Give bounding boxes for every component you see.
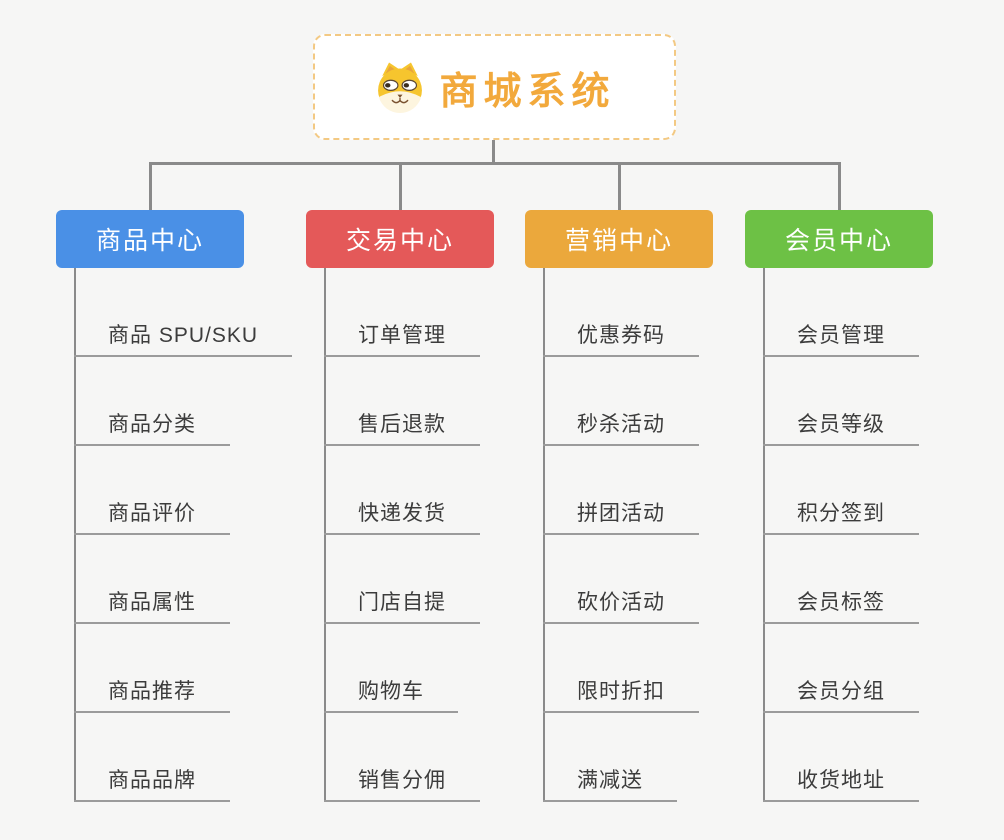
leaf-node[interactable]: 优惠券码 [543,311,699,357]
leaf-node[interactable]: 拼团活动 [543,489,699,535]
connector-drop [149,162,152,210]
leaf-label: 优惠券码 [577,324,665,347]
leaf-label: 商品推荐 [108,680,196,703]
branch-column-marketing: 营销中心 优惠券码 秒杀活动 拼团活动 砍价活动 限时折扣 满减送 [525,0,785,840]
branch-column-member: 会员中心 会员管理 会员等级 积分签到 会员标签 会员分组 收货地址 [745,0,1004,840]
leaf-label: 商品分类 [108,413,196,436]
leaf-label: 会员标签 [797,591,885,614]
leaf-node[interactable]: 商品 SPU/SKU [74,311,293,357]
leaf-label: 订单管理 [358,324,446,347]
leaf-label: 满减送 [577,769,643,792]
leaf-node[interactable]: 销售分佣 [324,756,480,802]
leaf-label: 拼团活动 [577,502,665,525]
leaf-label: 商品属性 [108,591,196,614]
leaf-label: 收货地址 [797,769,885,792]
leaf-label: 商品 SPU/SKU [108,324,259,347]
leaf-label: 购物车 [358,680,424,703]
leaf-node[interactable]: 购物车 [324,667,458,713]
branch-node-marketing-center[interactable]: 营销中心 [525,210,713,268]
leaf-label: 商品评价 [108,502,196,525]
leaf-node[interactable]: 商品品牌 [74,756,230,802]
connector-root-stem [492,140,495,165]
leaf-node[interactable]: 售后退款 [324,400,480,446]
leaf-node[interactable]: 秒杀活动 [543,400,699,446]
branch-node-product-center[interactable]: 商品中心 [56,210,244,268]
leaf-node[interactable]: 砍价活动 [543,578,699,624]
leaf-node[interactable]: 满减送 [543,756,677,802]
branch-node-trade-center[interactable]: 交易中心 [306,210,494,268]
branch-column-trade: 交易中心 订单管理 售后退款 快递发货 门店自提 购物车 销售分佣 [306,0,566,840]
leaf-label: 销售分佣 [358,769,446,792]
branch-column-product: 商品中心 商品 SPU/SKU 商品分类 商品评价 商品属性 商品推荐 商品品牌 [56,0,316,840]
dog-face-icon [378,62,423,114]
leaf-node[interactable]: 商品推荐 [74,667,230,713]
leaf-label: 快递发货 [358,502,446,525]
leaf-label: 限时折扣 [577,680,665,703]
connector-drop [618,162,621,210]
branch-node-member-center[interactable]: 会员中心 [745,210,933,268]
connector-bus [150,162,839,165]
leaf-label: 会员等级 [797,413,885,436]
leaf-label: 砍价活动 [577,591,665,614]
leaf-label: 售后退款 [358,413,446,436]
connector-drop [399,162,402,210]
leaf-node[interactable]: 商品属性 [74,578,230,624]
leaf-label: 会员分组 [797,680,885,703]
leaf-node[interactable]: 门店自提 [324,578,480,624]
root-title: 商城系统 [439,70,616,113]
leaf-node[interactable]: 会员等级 [763,400,919,446]
leaf-node[interactable]: 积分签到 [763,489,919,535]
leaf-node[interactable]: 会员标签 [763,578,919,624]
leaf-node[interactable]: 商品评价 [74,489,230,535]
leaf-node[interactable]: 会员分组 [763,667,919,713]
leaf-node[interactable]: 会员管理 [763,311,919,357]
leaf-node[interactable]: 快递发货 [324,489,480,535]
leaf-label: 商品品牌 [108,769,196,792]
leaf-label: 门店自提 [358,591,446,614]
root-node[interactable]: 商城系统 [313,34,676,140]
leaf-label: 积分签到 [797,502,885,525]
leaf-label: 会员管理 [797,324,885,347]
connector-drop [838,162,841,210]
leaf-node[interactable]: 收货地址 [763,756,919,802]
leaf-node[interactable]: 限时折扣 [543,667,699,713]
leaf-node[interactable]: 订单管理 [324,311,480,357]
leaf-node[interactable]: 商品分类 [74,400,230,446]
leaf-label: 秒杀活动 [577,413,665,436]
